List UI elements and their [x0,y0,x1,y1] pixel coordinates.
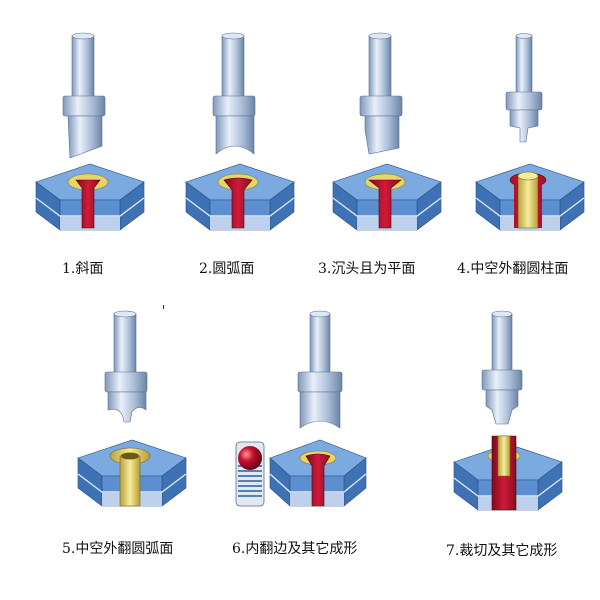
ball-stud [235,441,265,507]
rivet [514,171,542,229]
punch-tool [481,310,523,425]
panel-2 [180,30,300,240]
rivet [368,179,402,229]
stray-mark [163,305,164,309]
punch-tool [212,32,256,155]
panel-5 [72,310,192,520]
punch-tool [297,310,343,429]
workpiece-block [35,163,145,231]
rivet [491,435,517,511]
panel-3 [327,30,447,240]
panel-7 [448,310,568,520]
rivet [305,453,331,507]
rivet [223,177,253,229]
punch-tool [62,32,106,159]
caption-panel-6: 6.内翻边及其它成形 [232,541,358,557]
caption-panel-2: 2.圆弧面 [199,261,255,277]
punch-tool [505,33,543,143]
rivet [109,447,151,507]
caption-panel-1: 1.斜面 [62,261,104,277]
punch-tool [359,32,403,155]
panel-4 [470,30,590,240]
panel-1 [30,30,150,240]
punch-tool [104,310,148,423]
caption-panel-5: 5.中空外翻圆弧面 [62,541,174,557]
caption-panel-4: 4.中空外翻圆柱面 [457,261,569,277]
panel-6 [220,310,370,520]
caption-panel-7: 7.裁切及其它成形 [446,543,558,559]
rivet [75,179,101,229]
caption-panel-3: 3.沉头且为平面 [318,261,416,277]
